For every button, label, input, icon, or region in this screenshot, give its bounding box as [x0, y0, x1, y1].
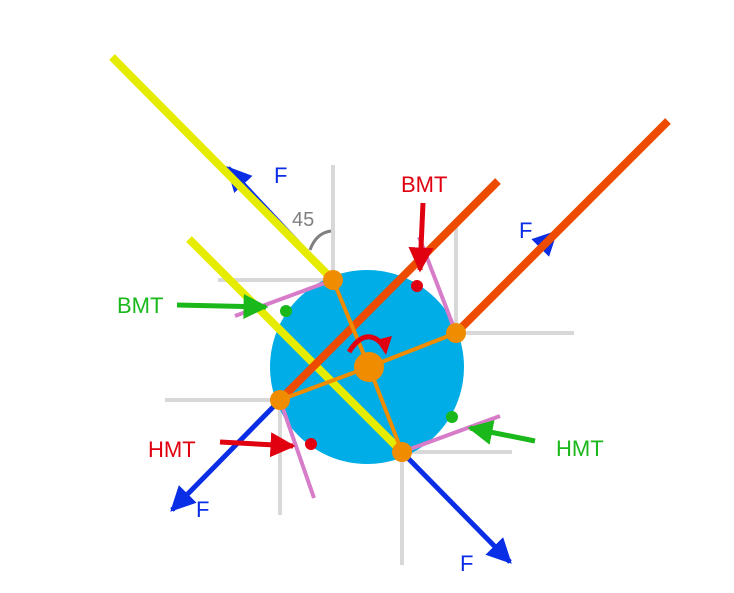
- bmt-green-arrow: [176, 293, 269, 319]
- hmt-green-dot: [446, 411, 458, 423]
- bmt-red-dot: [411, 280, 423, 292]
- rotation-arrowhead: [376, 336, 392, 355]
- orange-line-upper: [453, 118, 671, 336]
- joint: [446, 323, 466, 343]
- hmt-label-green: HMT: [556, 436, 604, 461]
- grid-lines: [165, 165, 574, 565]
- frame-strut: [367, 366, 404, 453]
- hmt-red-dot: [305, 438, 317, 450]
- yellow-line-upper: [109, 54, 336, 283]
- joint: [270, 390, 290, 410]
- force-label-upper-right: F: [519, 218, 532, 243]
- joints: [270, 270, 466, 462]
- pink-line: [278, 399, 316, 499]
- force-label-upper-left: F: [274, 163, 287, 188]
- joint: [392, 442, 412, 462]
- orange-line-lower: [277, 178, 501, 403]
- bmt-green-dot: [280, 305, 292, 317]
- angle-label: 45: [292, 209, 314, 231]
- frame-strut: [368, 331, 457, 369]
- frame-strut: [279, 365, 370, 402]
- force-label-lower-right: F: [460, 551, 473, 576]
- center-joint: [354, 352, 384, 382]
- angle-arc: [308, 229, 332, 251]
- hmt-green-arrow: [467, 420, 536, 445]
- yellow-lines: [109, 54, 405, 455]
- force-arrow-lower-left: [170, 398, 282, 512]
- force-label-lower-left: F: [196, 497, 209, 522]
- hmt-red-arrow: [219, 432, 296, 458]
- rotation-arrow: [346, 334, 392, 355]
- bmt-red-arrow: [408, 202, 434, 273]
- frame-strut: [331, 279, 371, 368]
- orange-lines: [277, 118, 671, 403]
- joint-frame: [279, 279, 457, 453]
- bmt-label-red: BMT: [401, 172, 447, 197]
- yellow-line-lower: [186, 236, 405, 455]
- bmt-label-green: BMT: [117, 293, 163, 318]
- hmt-label-red: HMT: [148, 437, 196, 462]
- joint: [323, 270, 343, 290]
- force-arrow-lower-right: [400, 450, 512, 564]
